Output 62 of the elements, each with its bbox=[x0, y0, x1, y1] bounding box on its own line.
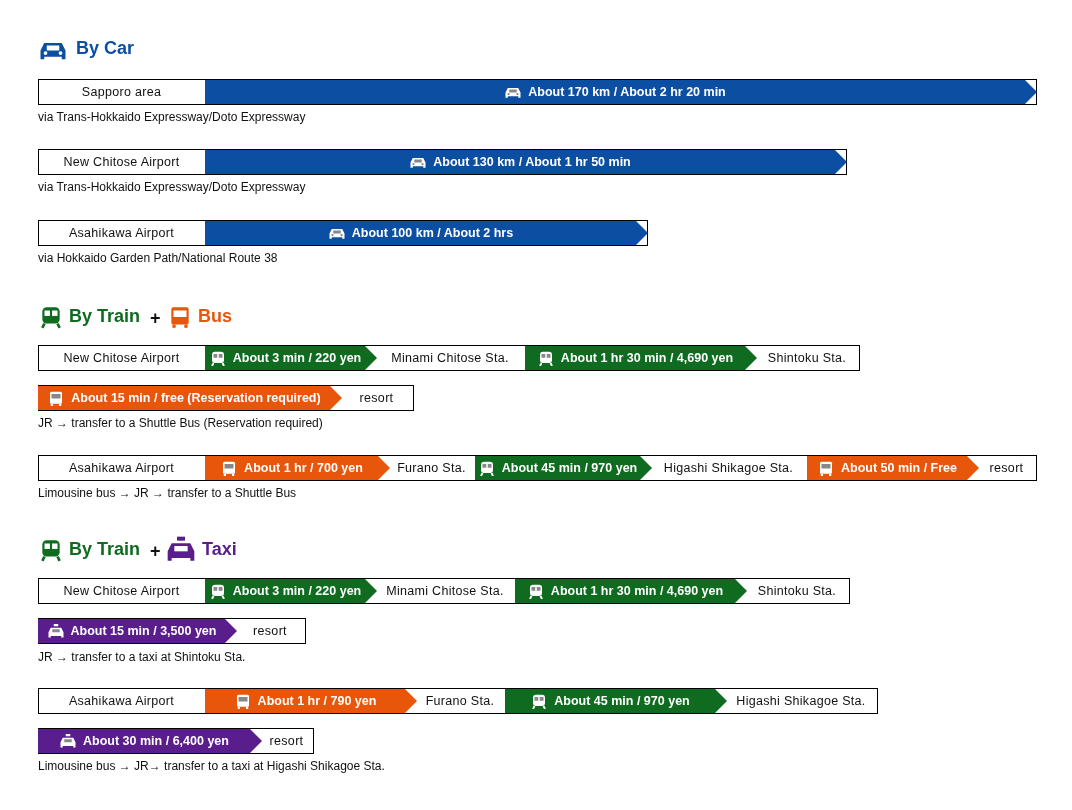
place-name: resort bbox=[330, 386, 413, 410]
route-segment bbox=[38, 729, 262, 753]
section-heading: By Train bbox=[69, 306, 141, 327]
route-note: Limousine bus → JR → transfer to a Shuttle Bus bbox=[38, 486, 297, 500]
route-segment bbox=[807, 456, 979, 480]
section-heading: + bbox=[150, 308, 161, 329]
place-name: Higashi Shikagoe Sta. bbox=[715, 689, 877, 713]
route-segment bbox=[205, 221, 648, 245]
route-segment bbox=[525, 346, 757, 370]
route-segment bbox=[205, 80, 1037, 104]
travel-time: About 1 hr 30 min / 4,690 yen bbox=[550, 584, 724, 598]
place-name: Sapporo area bbox=[38, 80, 205, 104]
place-name: Furano Sta. bbox=[378, 456, 475, 480]
travel-time: About 170 km / About 2 hr 20 min bbox=[528, 85, 726, 99]
route-note: JR → transfer to a taxi at Shintoku Sta. bbox=[38, 650, 246, 664]
route-segment bbox=[205, 346, 377, 370]
travel-time: About 15 min / free (Reservation required) bbox=[71, 391, 321, 405]
place-name: resort bbox=[250, 729, 313, 753]
section-heading: + bbox=[150, 541, 161, 562]
section-heading: Bus bbox=[198, 306, 232, 327]
travel-time: About 130 km / About 1 hr 50 min bbox=[433, 155, 631, 169]
route-note: JR → transfer to a Shuttle Bus (Reservation required) bbox=[38, 416, 323, 430]
place-name: Minami Chitose Sta. bbox=[365, 579, 515, 603]
place-name: resort bbox=[225, 619, 305, 643]
route-segment bbox=[38, 619, 237, 643]
travel-time: About 45 min / 970 yen bbox=[501, 461, 638, 475]
place-name: New Chitose Airport bbox=[38, 579, 205, 603]
section-heading: By Train bbox=[69, 539, 141, 560]
route-segment bbox=[515, 579, 747, 603]
travel-time: About 1 hr / 700 yen bbox=[244, 461, 363, 475]
place-name: Asahikawa Airport bbox=[38, 689, 205, 713]
travel-time: About 30 min / 6,400 yen bbox=[83, 734, 229, 748]
section-heading: Taxi bbox=[202, 539, 237, 560]
route-note: via Trans-Hokkaido Expressway/Doto Expressway bbox=[38, 180, 306, 194]
route-segment bbox=[475, 456, 652, 480]
route-segment bbox=[205, 456, 390, 480]
section-heading: By Car bbox=[76, 38, 135, 59]
travel-time: About 100 km / About 2 hrs bbox=[351, 226, 514, 240]
travel-time: About 3 min / 220 yen bbox=[232, 351, 362, 365]
route-segment bbox=[205, 689, 417, 713]
route-segment bbox=[505, 689, 727, 713]
place-name: New Chitose Airport bbox=[38, 150, 205, 174]
route-note: via Trans-Hokkaido Expressway/Doto Expressway bbox=[38, 110, 306, 124]
place-name: Furano Sta. bbox=[405, 689, 505, 713]
travel-time: About 45 min / 970 yen bbox=[554, 694, 690, 708]
route-segment bbox=[205, 579, 377, 603]
place-name: Shintoku Sta. bbox=[735, 579, 849, 603]
place-name: Asahikawa Airport bbox=[38, 456, 205, 480]
route-segment bbox=[38, 386, 342, 410]
place-name: Minami Chitose Sta. bbox=[365, 346, 525, 370]
travel-time: About 15 min / 3,500 yen bbox=[70, 624, 217, 638]
route-segment bbox=[205, 150, 847, 174]
travel-time: About 1 hr 30 min / 4,690 yen bbox=[560, 351, 734, 365]
place-name: resort bbox=[967, 456, 1036, 480]
travel-time: About 3 min / 220 yen bbox=[232, 584, 362, 598]
place-name: New Chitose Airport bbox=[38, 346, 205, 370]
route-note: via Hokkaido Garden Path/National Route 38 bbox=[38, 251, 278, 265]
place-name: Asahikawa Airport bbox=[38, 221, 205, 245]
travel-time: About 1 hr / 790 yen bbox=[257, 694, 377, 708]
travel-time: About 50 min / Free bbox=[841, 461, 957, 475]
place-name: Shintoku Sta. bbox=[745, 346, 859, 370]
place-name: Higashi Shikagoe Sta. bbox=[640, 456, 807, 480]
